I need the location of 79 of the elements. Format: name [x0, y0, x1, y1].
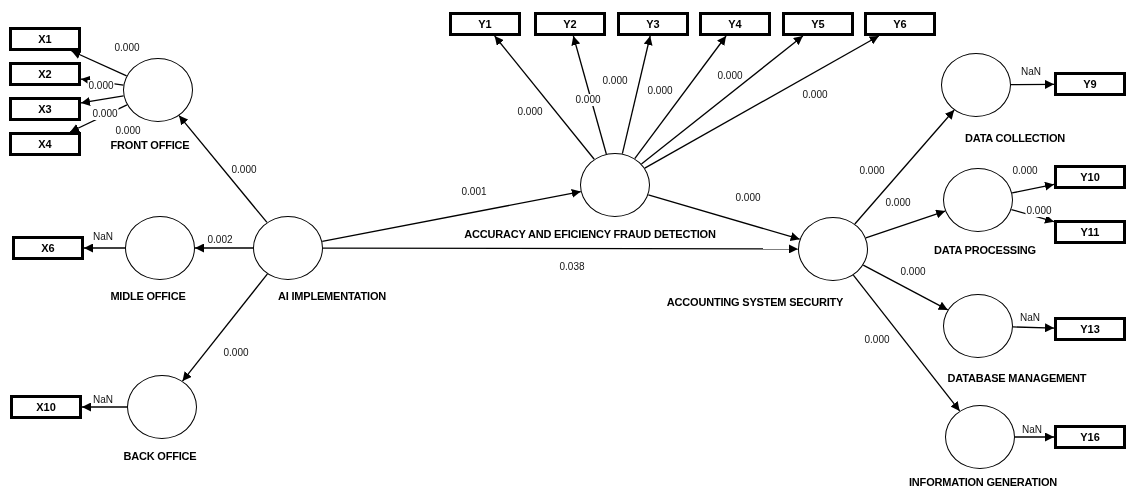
arrow: [634, 35, 727, 160]
node-caption: DATABASE MANAGEMENT: [947, 372, 1087, 384]
indicator-box: Y10: [1054, 165, 1126, 189]
arrow: [322, 244, 799, 254]
arrow: [194, 243, 254, 253]
arrow: [854, 109, 955, 225]
arrow: [1014, 432, 1055, 442]
indicator-box: Y16: [1054, 425, 1126, 449]
indicator-box: Y2: [534, 12, 606, 36]
edge-label: 0.000: [646, 85, 674, 97]
edge-label: 0.000: [601, 75, 629, 87]
edge-label: NaN: [92, 394, 114, 406]
indicator-box: Y13: [1054, 317, 1126, 341]
node-caption: DATA COLLECTION: [964, 132, 1066, 144]
arrow: [80, 95, 125, 106]
arrow: [621, 35, 653, 155]
indicator-box: Y11: [1054, 220, 1126, 244]
node-caption: FRONT OFFICE: [110, 139, 190, 151]
arrow: [83, 243, 126, 253]
arrow: [865, 209, 946, 239]
edge-label: NaN: [1019, 312, 1041, 324]
arrow: [644, 35, 880, 169]
indicator-box: X6: [12, 236, 84, 260]
arrow: [181, 273, 269, 382]
node-caption: DATA PROCESSING: [934, 244, 1036, 256]
latent-variable-ellipse: [798, 217, 868, 281]
edge-label: 0.000: [858, 165, 886, 177]
arrow: [178, 114, 268, 224]
edge-label: 0.000: [222, 347, 250, 359]
indicator-box: Y3: [617, 12, 689, 36]
arrow: [494, 35, 595, 160]
edge-label: 0.000: [1025, 205, 1053, 217]
indicator-box: Y6: [864, 12, 936, 36]
edge-label: 0.000: [716, 70, 744, 82]
arrow: [321, 188, 582, 243]
edge-label: 0.038: [558, 261, 586, 273]
edge-label: 0.000: [87, 80, 115, 92]
edge-label: NaN: [1020, 66, 1042, 78]
arrow: [647, 194, 801, 241]
edge-label: 0.000: [574, 94, 602, 106]
indicator-box: X10: [10, 395, 82, 419]
node-caption: ACCURACY AND EFICIENCY FRAUD DETECTION: [464, 228, 716, 240]
edge-label: 0.002: [206, 234, 234, 246]
node-caption: BACK OFFICE: [123, 450, 197, 462]
node-caption: ACCOUNTING SYSTEM SECURITY: [666, 296, 844, 308]
arrow: [1012, 323, 1055, 333]
arrow: [81, 402, 128, 412]
edge-label: 0.000: [734, 192, 762, 204]
arrow: [1010, 79, 1055, 89]
edge-label: 0.000: [230, 164, 258, 176]
edge-label: NaN: [1021, 424, 1043, 436]
indicator-box: Y5: [782, 12, 854, 36]
indicator-box: X1: [9, 27, 81, 51]
indicator-box: Y9: [1054, 72, 1126, 96]
node-caption: INFORMATION GENERATION: [909, 476, 1057, 488]
indicator-box: Y1: [449, 12, 521, 36]
node-caption: AI IMPLEMENTATION: [278, 290, 386, 302]
edge-label: 0.000: [863, 334, 891, 346]
edge-label: 0.001: [460, 186, 488, 198]
arrow: [862, 264, 949, 311]
edge-label: 0.000: [801, 89, 829, 101]
indicator-box: X2: [9, 62, 81, 86]
edge-label: NaN: [92, 231, 114, 243]
edge-label: 0.000: [884, 197, 912, 209]
edge-label: 0.000: [899, 266, 927, 278]
edge-label: 0.000: [113, 42, 141, 54]
edge-label: 0.000: [91, 108, 119, 120]
edge-label: 0.000: [114, 125, 142, 137]
arrow: [571, 35, 607, 155]
node-caption: MIDLE OFFICE: [110, 290, 186, 302]
arrow: [1011, 181, 1055, 194]
indicator-box: X4: [9, 132, 81, 156]
edge-label: 0.000: [1011, 165, 1039, 177]
arrow: [70, 50, 128, 77]
indicator-box: Y4: [699, 12, 771, 36]
edge-label: 0.000: [516, 106, 544, 118]
arrow: [640, 35, 804, 165]
arrow: [852, 274, 961, 412]
indicator-box: X3: [9, 97, 81, 121]
